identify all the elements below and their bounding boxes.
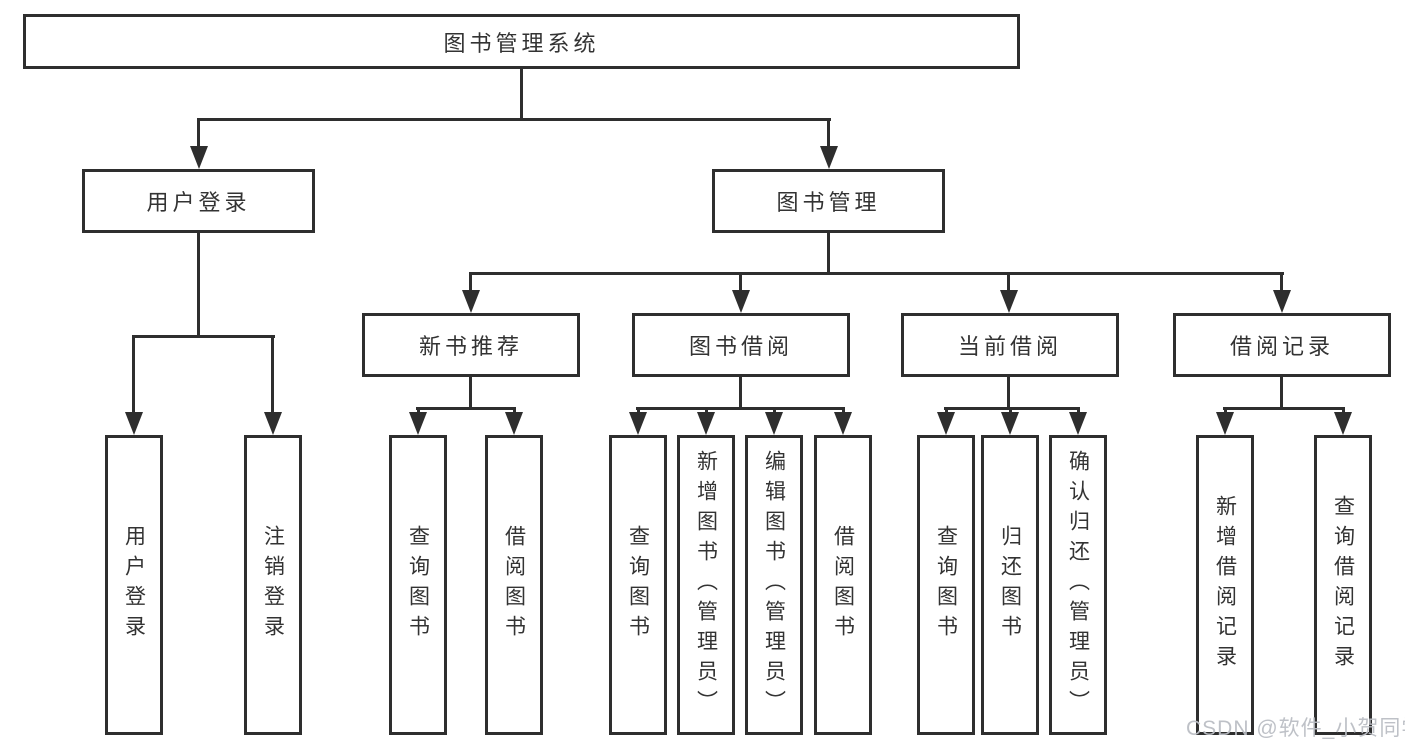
arrow-down-leaf-borrow-1 <box>505 412 523 435</box>
leaf-confirm-return-admin: 确认归还（管理员） <box>1049 435 1107 735</box>
connector-book-borrow-bar <box>636 407 845 410</box>
connector-drop-book-mgmt <box>827 118 830 149</box>
arrow-down-book-mgmt <box>820 146 838 169</box>
node-user-login: 用户登录 <box>82 169 315 233</box>
leaf-query-borrow-record: 查询借阅记录 <box>1314 435 1372 735</box>
arrow-down-leaf-return <box>1001 412 1019 435</box>
arrow-down-leaf-borrow-2 <box>834 412 852 435</box>
connector-drop-current-borrow <box>1007 272 1010 293</box>
leaf-query-books-newbook: 查询图书 <box>389 435 447 735</box>
arrow-down-leaf-query-3 <box>937 412 955 435</box>
connector-current-borrow-stem <box>1007 377 1010 410</box>
arrow-down-leaf-query-1 <box>409 412 427 435</box>
connector-drop-user-login <box>197 118 200 149</box>
leaf-return-books: 归还图书 <box>981 435 1039 735</box>
connector-drop-new-book <box>469 272 472 293</box>
connector-drop-borrow-record <box>1280 272 1283 293</box>
node-book-borrow: 图书借阅 <box>632 313 850 377</box>
connector-new-book-bar <box>416 407 516 410</box>
connector-borrow-record-stem <box>1280 377 1283 410</box>
leaf-add-borrow-record: 新增借阅记录 <box>1196 435 1254 735</box>
connector-level3-bar <box>469 272 1284 275</box>
connector-drop-leaf-login <box>132 335 135 415</box>
arrow-down-current-borrow <box>1000 290 1018 313</box>
arrow-down-leaf-confirm-return <box>1069 412 1087 435</box>
arrow-down-user-login <box>190 146 208 169</box>
node-library-system: 图书管理系统 <box>23 14 1020 69</box>
arrow-down-leaf-query-record <box>1334 412 1352 435</box>
connector-book-mgmt-stem <box>827 233 830 275</box>
node-current-borrow: 当前借阅 <box>901 313 1119 377</box>
leaf-edit-book-admin: 编辑图书（管理员） <box>745 435 803 735</box>
connector-user-login-stem <box>197 233 200 338</box>
leaf-query-books-current: 查询图书 <box>917 435 975 735</box>
connector-drop-leaf-logout <box>271 335 274 415</box>
node-borrow-record: 借阅记录 <box>1173 313 1391 377</box>
connector-new-book-stem <box>469 377 472 410</box>
connector-current-borrow-bar <box>944 407 1080 410</box>
arrow-down-borrow-record <box>1273 290 1291 313</box>
connector-drop-book-borrow <box>739 272 742 293</box>
leaf-borrow-books-newbook: 借阅图书 <box>485 435 543 735</box>
arrow-down-leaf-logout <box>264 412 282 435</box>
csdn-watermark: CSDN @软件_小贺同学 <box>1186 717 1405 740</box>
arrow-down-leaf-edit-book <box>765 412 783 435</box>
leaf-logout: 注销登录 <box>244 435 302 735</box>
arrow-down-new-book <box>462 290 480 313</box>
connector-user-login-bar <box>132 335 275 338</box>
arrow-down-book-borrow <box>732 290 750 313</box>
arrow-down-leaf-add-book <box>697 412 715 435</box>
connector-borrow-record-bar <box>1223 407 1345 410</box>
connector-level2-bar <box>197 118 831 121</box>
leaf-query-books-borrow: 查询图书 <box>609 435 667 735</box>
arrow-down-leaf-query-2 <box>629 412 647 435</box>
leaf-borrow-books-borrow: 借阅图书 <box>814 435 872 735</box>
arrow-down-leaf-add-record <box>1216 412 1234 435</box>
leaf-user-login: 用户登录 <box>105 435 163 735</box>
node-book-mgmt: 图书管理 <box>712 169 945 233</box>
arrow-down-leaf-login <box>125 412 143 435</box>
node-new-book-recommend: 新书推荐 <box>362 313 580 377</box>
leaf-add-book-admin: 新增图书（管理员） <box>677 435 735 735</box>
connector-book-borrow-stem <box>739 377 742 410</box>
connector-root-stem <box>520 69 523 120</box>
